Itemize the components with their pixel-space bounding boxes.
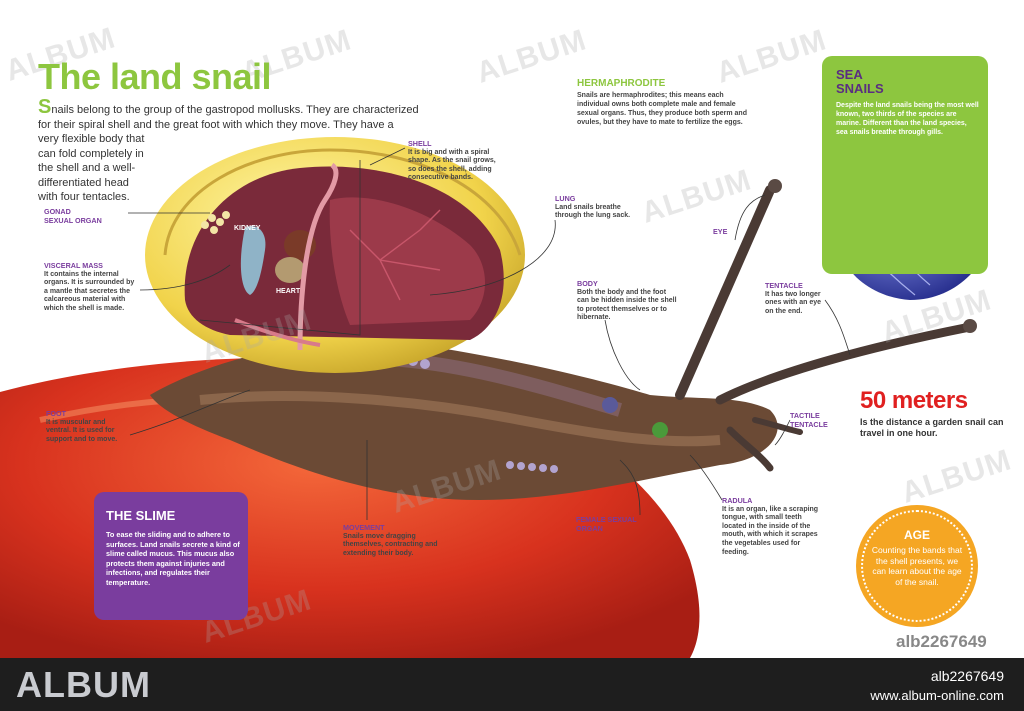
album-logo[interactable]: ALBUM xyxy=(16,664,151,705)
page-title: The land snail xyxy=(38,56,272,97)
distance-text: Is the distance a garden snail can trave… xyxy=(860,417,1004,438)
slime-box: THE SLIME To ease the sliding and to adh… xyxy=(94,492,248,620)
slime-text: To ease the sliding and to adhere to sur… xyxy=(106,530,240,587)
intro-text: Snails belong to the group of the gastro… xyxy=(38,96,419,203)
distance-fact: 50 meters Is the distance a garden snail… xyxy=(860,387,1010,439)
label-heart: HEART xyxy=(276,288,301,295)
hermaphrodite-text: Snails are hermaphrodites; this means ea… xyxy=(577,92,747,126)
slime-heading: THE SLIME xyxy=(106,508,176,523)
sea-snails-text: Despite the land snails being the most w… xyxy=(836,102,979,136)
age-badge: AGE Counting the bands that the shell pr… xyxy=(856,505,978,627)
age-heading: AGE xyxy=(903,528,930,542)
hermaphrodite-box: HERMAPHRODITE Snails are hermaphrodites;… xyxy=(577,78,747,127)
age-ring xyxy=(861,510,973,622)
distance-value: 50 meters xyxy=(860,387,968,414)
label-eye: EYE xyxy=(713,227,728,236)
footer-bar: ALBUM alb2267649 www.album-online.com xyxy=(0,658,1024,711)
footer-image-code: alb2267649 xyxy=(930,668,1004,684)
label-kidney: KIDNEY xyxy=(234,225,261,232)
drop-cap: S xyxy=(38,96,52,118)
image-id-tag: alb2267649 xyxy=(896,632,987,651)
footer-url[interactable]: www.album-online.com xyxy=(870,688,1004,703)
hermaphrodite-heading: HERMAPHRODITE xyxy=(577,78,666,89)
infographic: ALBUM ALBUM ALBUM ALBUM ALBUM ALBUM ALBU… xyxy=(0,21,1016,658)
age-text: Counting the bands that the shell presen… xyxy=(871,545,963,587)
